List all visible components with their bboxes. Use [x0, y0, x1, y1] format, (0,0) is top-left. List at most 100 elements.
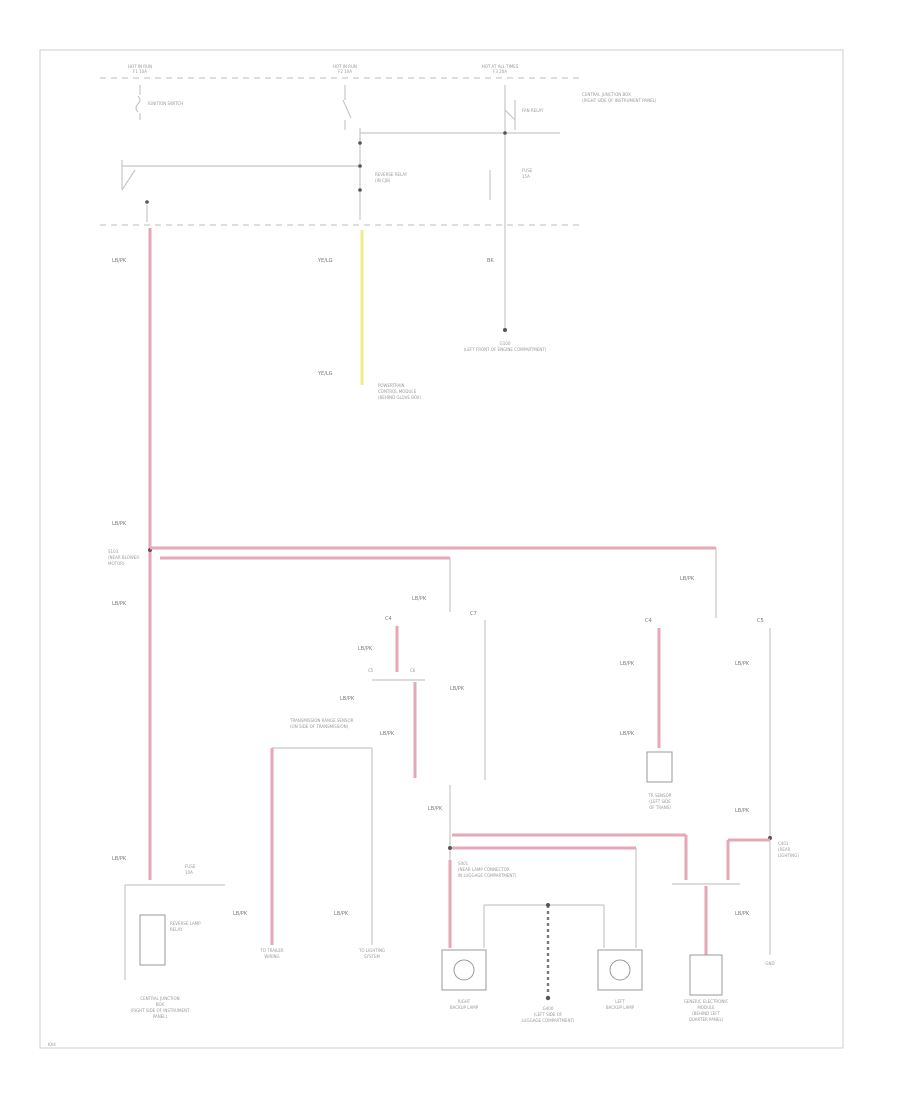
- tr-sensor-box: [646, 751, 673, 783]
- label-conn-a: C4: [385, 616, 392, 622]
- label-to-b: TO LIGHTING: [358, 948, 385, 953]
- label-wire-pink3: LB/PK: [112, 856, 127, 862]
- label-wire-pink6: LB/PK: [358, 646, 373, 652]
- label-pcm-l2: (BEHIND GLOVE BOX): [378, 395, 421, 400]
- label-ground-rear: G400: [543, 1006, 554, 1011]
- label-mod-right-l3: QUARTER PANEL): [689, 1017, 724, 1022]
- label-mod-right-l2: (BEHIND LEFT: [692, 1011, 720, 1016]
- ignition-switch-symbol: [121, 160, 360, 222]
- fuse-run-symbol: [342, 85, 352, 130]
- label-mod-right: GENERIC ELECTRONIC: [684, 999, 729, 1004]
- label-pcm-l1: CONTROL MODULE: [378, 389, 417, 394]
- label-fuse-bottom: FUSE: [185, 864, 196, 869]
- label-wire-yel: YE/LG: [317, 258, 333, 264]
- label-reverse-relay-l1: (LEFT SIDE: [649, 799, 671, 804]
- label-ground-top-sub: (LEFT FRONT OF ENGINE COMPARTMENT): [464, 347, 547, 352]
- label-reverse-relay-title: TR SENSOR: [647, 793, 671, 798]
- label-wire-right-3: LB/PK: [735, 911, 750, 917]
- label-reverse-relay-l2: OF TRANS): [649, 805, 671, 810]
- label-hot-ign: HOT IN RUN: [128, 64, 152, 69]
- label-wire-mid-gray: LB/PK: [450, 686, 465, 692]
- label-splice-rear-l1: (NEAR LAMP CONNECTOR: [458, 867, 510, 872]
- ground-rear-splice: [546, 903, 550, 907]
- label-conn-c: C6: [410, 668, 416, 673]
- generic-module-box: [689, 954, 723, 996]
- left-backup-lamp: [597, 949, 643, 991]
- label-ground-rear-l2: LUGGAGE COMPARTMENT): [522, 1018, 575, 1023]
- label-splice-rear-l2: IN LUGGAGE COMPARTMENT): [458, 873, 517, 878]
- label-lamp-l-l1: BACKUP LAMP: [606, 1005, 635, 1010]
- label-mod-right-l1: MODULE: [697, 1005, 715, 1010]
- label-to-b-sub: SYSTEM: [364, 954, 380, 959]
- label-lamp-l: LEFT: [615, 999, 625, 1004]
- label-wire-yel-2: YE/LG: [317, 371, 333, 377]
- label-cjb-bottom: CENTRAL JUNCTION: [140, 996, 179, 1001]
- ground-top-dot: [503, 328, 507, 332]
- label-wire-pink2: LB/PK: [112, 601, 127, 607]
- label-to-a-sub: WIRING: [264, 954, 279, 959]
- label-wire-pink7: LB/PK: [380, 731, 395, 737]
- label-splice-right-sub: (REAR: [778, 847, 791, 852]
- label-fuse-fan: FUSE: [522, 168, 533, 173]
- label-wire-tr-1: LB/PK: [620, 661, 635, 667]
- label-wire-pink4: LB/PK: [680, 576, 695, 582]
- label-shift-title: TRANSMISSION RANGE SENSOR: [289, 718, 354, 723]
- label-lamp-r: RIGHT: [458, 999, 471, 1004]
- fan-relay-symbol: [489, 85, 516, 225]
- label-splice-rear: S401: [458, 861, 469, 866]
- ground-rear-dot: [545, 995, 551, 1001]
- label-wire-pink5: LB/PK: [412, 596, 427, 602]
- label-splice-main: S103: [108, 549, 119, 554]
- label-right-conn: C5: [757, 618, 764, 624]
- label-switch-ign: IGNITION SWITCH: [148, 101, 183, 106]
- label-central-box: CENTRAL JUNCTION BOX: [582, 92, 631, 97]
- label-lamp-r-l1: BACKUP LAMP: [450, 1005, 479, 1010]
- label-wire-gray-light: LB/PK: [334, 911, 349, 917]
- label-cjb-bottom-l1: BOX: [156, 1002, 165, 1007]
- label-hot-ign-sub: F1 10A: [133, 69, 147, 74]
- label-wire-right-2: LB/PK: [735, 808, 750, 814]
- label-splice-right-l2: LIGHTING): [778, 853, 799, 858]
- label-pcm-title: POWERTRAIN: [378, 383, 405, 388]
- splice-rear-dot: [448, 846, 452, 850]
- label-relay-rev-sub: (IN CJB): [375, 178, 391, 183]
- label-hot-always-sub: F3 20A: [493, 69, 507, 74]
- reverse-lamp-relay-box: [139, 914, 166, 966]
- footer-code: KA4: [48, 1042, 56, 1047]
- label-to-a: TO TRAILER: [259, 948, 284, 953]
- label-cjb-bottom-l3: PANEL): [153, 1014, 168, 1019]
- label-relay-rev: REVERSE RELAY: [375, 172, 408, 177]
- label-wire-pink8: LB/PK: [340, 696, 355, 702]
- right-backup-lamp: [441, 949, 487, 991]
- label-cjb-bottom-l2: (RIGHT SIDE OF INSTRUMENT: [131, 1008, 190, 1013]
- label-ground-top: G100: [500, 341, 511, 346]
- label-conn-b: C5: [368, 668, 374, 673]
- label-wire-tr-2: LB/PK: [620, 731, 635, 737]
- label-gnd-right: GND: [765, 961, 774, 966]
- label-wire-dk: BK: [487, 258, 494, 264]
- label-relay-bottom: REVERSE LAMP: [170, 921, 201, 926]
- label-wire-ign: LB/PK: [112, 258, 127, 264]
- label-wire-right-1: LB/PK: [735, 661, 750, 667]
- label-central-box-sub: (RIGHT SIDE OF INSTRUMENT PANEL): [582, 98, 657, 103]
- label-splice-main-l1: (NEAR BLOWER: [108, 555, 139, 560]
- label-hot-always: HOT AT ALL TIMES: [482, 64, 519, 69]
- label-relay-fan: FAN RELAY: [522, 108, 544, 113]
- label-hot-run-sub: F2 10A: [338, 69, 352, 74]
- label-hot-run: HOT IN RUN: [333, 64, 357, 69]
- label-splice-main-l2: MOTOR): [108, 561, 125, 566]
- label-tr-conn: C4: [645, 618, 652, 624]
- label-wire-rear-1: LB/PK: [428, 806, 443, 812]
- label-splice-right: C401: [778, 841, 789, 846]
- label-conn-d: C7: [470, 611, 477, 617]
- label-wire-pink1: LB/PK: [112, 521, 127, 527]
- reverse-relay-symbol: [358, 128, 362, 220]
- label-relay-bottom-sub: RELAY: [170, 927, 183, 932]
- label-shift-l1: (ON SIDE OF TRANSMISSION): [290, 724, 349, 729]
- label-fuse-bottom-sub: 10A: [185, 870, 193, 875]
- diagram-frame: [39, 49, 844, 1049]
- label-ground-rear-l1: (LEFT SIDE OF: [534, 1012, 563, 1017]
- label-fuse-fan-sub: 15A: [522, 174, 530, 179]
- label-wire-pink-trailer: LB/PK: [233, 911, 248, 917]
